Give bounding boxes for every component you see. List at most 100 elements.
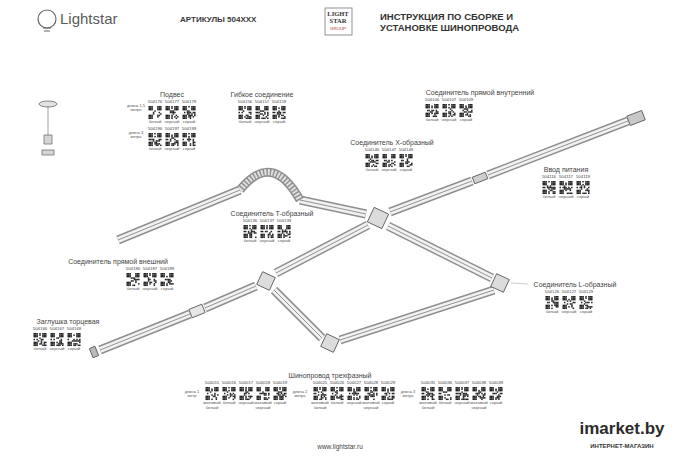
qr-module [35, 336, 36, 337]
qr-module [279, 396, 280, 397]
qr-module [385, 160, 386, 161]
qr-module [411, 164, 412, 165]
qr-module [432, 397, 433, 398]
qr-module [429, 394, 430, 395]
qr-module [458, 387, 459, 388]
qr-module [144, 273, 145, 274]
qr-module [59, 333, 60, 334]
qr-module [240, 109, 241, 110]
qr-module [278, 113, 279, 114]
qr-module [460, 393, 461, 394]
qr-module [284, 106, 285, 107]
qr-module [275, 390, 276, 391]
qr-module [184, 106, 185, 107]
qr-module [191, 107, 192, 108]
qr-module [356, 399, 357, 400]
qr-module [168, 134, 169, 135]
qr-module [242, 387, 243, 388]
qr-module [150, 145, 151, 146]
qr-module [428, 110, 429, 111]
qr-module [246, 237, 247, 238]
qr-module [321, 397, 322, 398]
qr-module [427, 391, 428, 392]
qr-module [70, 345, 71, 346]
qr-module [288, 228, 289, 229]
qr-module [556, 302, 557, 303]
qr-module [278, 112, 279, 113]
qr-module [244, 231, 245, 232]
ceiling-plate [39, 101, 57, 107]
qr-module [188, 106, 189, 107]
qr-module [266, 106, 267, 107]
qr-module [562, 191, 563, 192]
qr-module [234, 388, 235, 389]
qr-module [567, 188, 568, 189]
qr-module [393, 393, 394, 394]
qr-module [580, 296, 581, 297]
qr-module [384, 387, 385, 388]
qr-module [36, 345, 37, 346]
qr-module [51, 342, 52, 343]
qr-module [556, 305, 557, 306]
qr-module [184, 145, 185, 146]
qr-module [79, 340, 80, 341]
qr-module [144, 282, 145, 283]
qr-module [149, 139, 150, 140]
qr-module [288, 225, 289, 226]
qr-module [146, 276, 147, 277]
qr-code [223, 387, 236, 400]
qr-module [462, 113, 463, 114]
qr-module [339, 397, 340, 398]
qr-module [150, 133, 151, 134]
qr-module [405, 163, 406, 164]
qr-module [316, 399, 317, 400]
qr-module [582, 297, 583, 298]
qr-module [51, 345, 52, 346]
qr-module [208, 387, 209, 388]
qr-module [430, 387, 431, 388]
qr-module [349, 397, 350, 398]
qr-module [341, 397, 342, 398]
qr-module [286, 228, 287, 229]
qr-module [269, 234, 270, 235]
qr-module [174, 107, 175, 108]
qr-module [460, 113, 461, 114]
qr-module [325, 390, 326, 391]
qr-module [166, 276, 167, 277]
qr-module [252, 225, 253, 226]
qr-module [314, 388, 315, 389]
qr-module [56, 337, 57, 338]
qr-module [135, 280, 136, 281]
qr-module [466, 394, 467, 395]
qr-module [258, 387, 259, 388]
qr-module [564, 296, 565, 297]
qr-module [437, 107, 438, 108]
qr-module [470, 107, 471, 108]
qr-module [261, 110, 262, 111]
qr-module [245, 399, 246, 400]
qr-module [358, 387, 359, 388]
qr-module [183, 118, 184, 119]
qr-module [454, 107, 455, 108]
qr-module [163, 273, 164, 274]
qr-module [255, 225, 256, 226]
qr-module [288, 234, 289, 235]
qr-code [68, 333, 81, 346]
qr-module [432, 399, 433, 400]
qr-code [422, 387, 435, 400]
qr-module [358, 399, 359, 400]
qr-module [563, 308, 564, 309]
qr-module [161, 283, 162, 284]
qr-code [161, 273, 174, 286]
qr-module [176, 115, 177, 116]
qr-module [169, 276, 170, 277]
qr-module [150, 142, 151, 143]
qr-module [394, 161, 395, 162]
qr-module [185, 145, 186, 146]
qr-module [185, 143, 186, 144]
qr-module [284, 109, 285, 110]
qr-module [450, 387, 451, 388]
qr-module [62, 345, 63, 346]
qr-module [556, 297, 557, 298]
qr-module [56, 342, 57, 343]
